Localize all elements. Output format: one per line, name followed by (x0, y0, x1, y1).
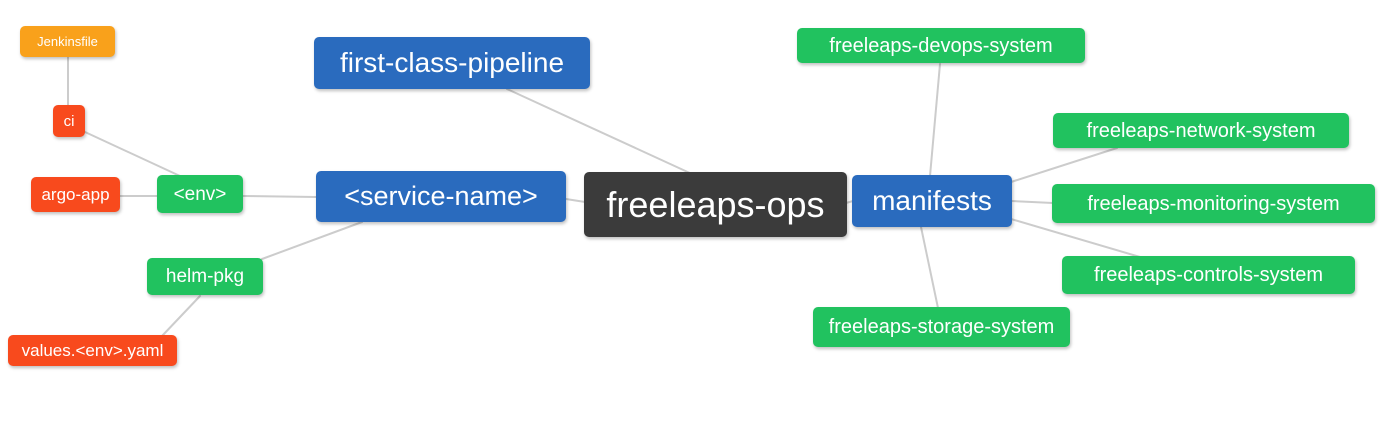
edge-ci--env (84, 131, 181, 177)
node-label: manifests (872, 185, 992, 216)
node-label: <env> (173, 183, 227, 205)
node-label: freeleaps-storage-system (828, 316, 1055, 338)
node-label: argo-app (41, 185, 110, 204)
node-freeleaps-devops-system[interactable]: freeleaps-devops-system (797, 28, 1085, 63)
edge-env--service-name (242, 195, 317, 198)
node-helm-pkg[interactable]: helm-pkg (147, 258, 263, 295)
node-manifests[interactable]: manifests (852, 175, 1012, 227)
node-first-class-pipeline[interactable]: first-class-pipeline (314, 37, 590, 89)
node-label: Jenkinsfile (37, 34, 98, 49)
node-freeleaps-storage-system[interactable]: freeleaps-storage-system (813, 307, 1070, 347)
node-service-name[interactable]: <service-name> (316, 171, 566, 222)
edge-manifests--freeleaps-controls-system (1010, 218, 1141, 258)
node-freeleaps-ops[interactable]: freeleaps-ops (584, 172, 847, 237)
edge-helm-pkg--values-env-yaml (161, 295, 201, 337)
node-label: <service-name> (344, 181, 538, 211)
node-argo-app[interactable]: argo-app (31, 177, 120, 212)
node-freeleaps-controls-system[interactable]: freeleaps-controls-system (1062, 256, 1355, 294)
node-label: first-class-pipeline (339, 47, 565, 78)
node-label: values.<env>.yaml (21, 341, 164, 360)
node-label: ci (63, 112, 75, 130)
node-label: freeleaps-network-system (1086, 119, 1316, 142)
edge-manifests--freeleaps-monitoring-system (1010, 200, 1054, 204)
node-ci[interactable]: ci (53, 105, 85, 137)
edge-service-name--helm-pkg (261, 221, 363, 260)
node-label: freeleaps-devops-system (829, 34, 1053, 57)
node-freeleaps-network-system[interactable]: freeleaps-network-system (1053, 113, 1349, 148)
node-values-env-yaml[interactable]: values.<env>.yaml (8, 335, 177, 366)
edge-manifests--freeleaps-devops-system (929, 63, 941, 177)
edge-service-name--freeleaps-ops (565, 198, 586, 203)
edge-first-class-pipeline--freeleaps-ops (506, 88, 693, 175)
node-env[interactable]: <env> (157, 175, 243, 213)
edge-manifests--freeleaps-network-system (1010, 147, 1118, 183)
node-jenkinsfile[interactable]: Jenkinsfile (20, 26, 115, 57)
edge-freeleaps-ops--manifests (845, 200, 854, 204)
node-label: freeleaps-ops (606, 183, 825, 225)
node-label: freeleaps-controls-system (1094, 264, 1323, 286)
node-label: helm-pkg (165, 266, 245, 287)
node-label: freeleaps-monitoring-system (1087, 192, 1340, 215)
edge-manifests--freeleaps-storage-system (920, 226, 939, 309)
node-freeleaps-monitoring-system[interactable]: freeleaps-monitoring-system (1052, 184, 1375, 223)
